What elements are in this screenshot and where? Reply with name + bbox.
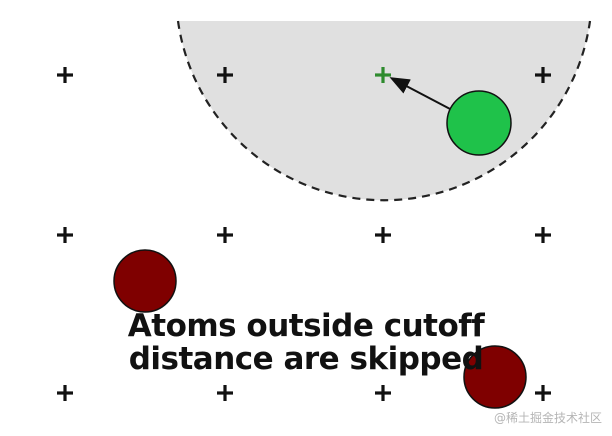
grid-point-plus-icon [57,227,73,243]
grid-point-plus-icon [535,227,551,243]
grid-point-plus-icon [57,385,73,401]
atom-outside-cutoff-right [463,345,527,409]
grid-point-plus-icon [375,385,391,401]
grid-point-plus-icon [217,227,233,243]
grid-point-plus-icon [217,67,233,83]
caption-line-1: Atoms outside cutoff [127,308,485,344]
grid-point-plus-icon [535,385,551,401]
atom-outside-cutoff-left [113,249,177,313]
cutoff-boundary [176,20,592,202]
cutoff-radius-region [178,21,590,201]
grid-point-plus-icon [375,227,391,243]
watermark: @稀土掘金技术社区 [493,411,602,425]
caption-line-2: distance are skipped [128,341,484,377]
grid-point-plus-icon [535,67,551,83]
grid-points [57,67,551,401]
distance-arrow-icon [389,77,453,111]
grid-point-plus-icon [57,67,73,83]
grid-point-plus-icon [217,385,233,401]
target-grid-point-plus-icon [375,67,391,83]
atom-inside-cutoff [446,90,512,156]
